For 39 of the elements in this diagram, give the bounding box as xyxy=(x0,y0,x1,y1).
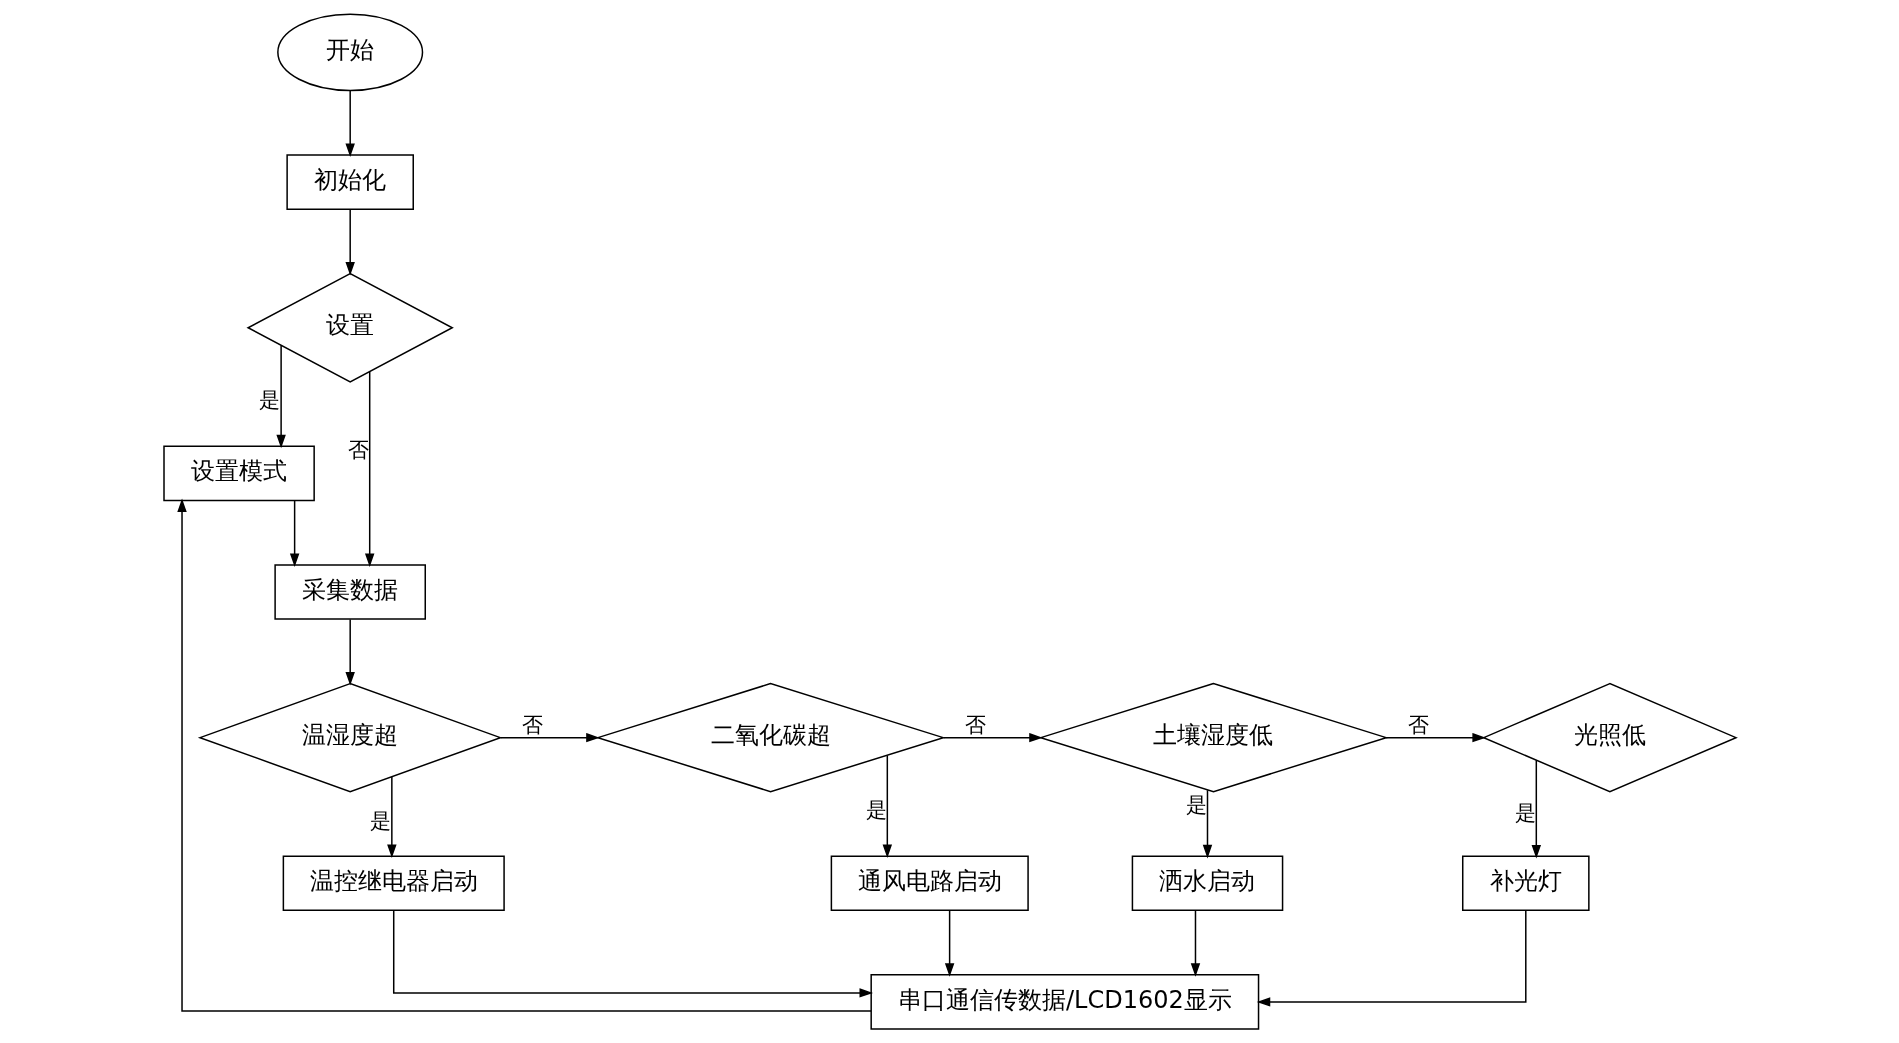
arrow xyxy=(1531,759,1541,859)
node-diamond: 设置 xyxy=(246,272,454,383)
edge-label: 否 xyxy=(964,711,986,737)
edge-label: 否 xyxy=(347,437,369,463)
node-box: 通风电路启动 xyxy=(830,855,1029,912)
arrow xyxy=(944,910,954,977)
edge-label: 是 xyxy=(1514,799,1536,825)
edge-label: 否 xyxy=(521,711,543,737)
node-box: 补光灯 xyxy=(1461,855,1590,912)
arrow xyxy=(344,208,355,276)
arrow xyxy=(344,89,355,158)
arrow xyxy=(344,618,355,686)
arrow xyxy=(1202,789,1212,859)
edge-label: 是 xyxy=(258,387,280,413)
arrow xyxy=(364,371,374,567)
node-box: 初始化 xyxy=(285,154,414,210)
arrow xyxy=(1190,910,1200,977)
arrow xyxy=(392,909,873,998)
node-box: 采集数据 xyxy=(273,564,426,620)
edge-label: 是 xyxy=(369,807,391,833)
arrow xyxy=(1384,732,1486,743)
arrow xyxy=(882,754,892,859)
arrow xyxy=(942,732,1043,743)
edge-label: 是 xyxy=(865,797,887,823)
node-box: 设置模式 xyxy=(162,445,315,502)
arrow xyxy=(386,776,397,859)
node-box: 温控继电器启动 xyxy=(282,855,505,912)
arrow xyxy=(1256,910,1527,1007)
edge-label: 否 xyxy=(1407,711,1429,737)
arrow xyxy=(499,732,600,743)
node-box: 串口通信传数据/LCD1602显示 xyxy=(869,974,1259,1030)
node-diamond: 温湿度超 xyxy=(197,682,503,793)
node-box: 洒水启动 xyxy=(1131,855,1283,912)
arrow xyxy=(176,498,872,1012)
arrow xyxy=(289,500,299,567)
arrow xyxy=(275,344,286,449)
node-diamond: 光照低 xyxy=(1481,682,1738,793)
edge-label: 是 xyxy=(1185,792,1207,818)
node-ellipse: 开始 xyxy=(276,13,423,92)
